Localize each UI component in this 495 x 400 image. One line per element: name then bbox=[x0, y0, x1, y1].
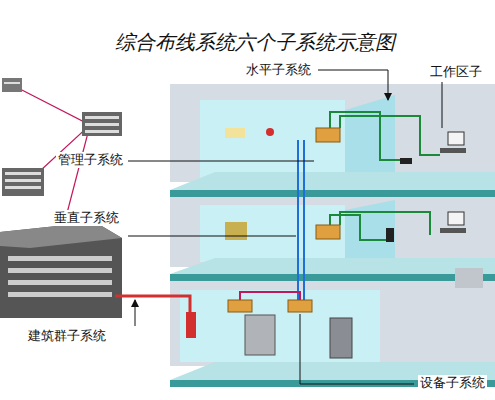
equipment-cabling bbox=[115, 112, 483, 358]
subsystem-label: 管理子系统 bbox=[56, 152, 125, 168]
subsystem-label: 设备子系统 bbox=[418, 375, 487, 391]
diagram-title: 综合布线系统六个子系统示意图 bbox=[115, 30, 395, 54]
subsystem-label: 水平子系统 bbox=[244, 62, 313, 78]
subsystem-label: 建筑群子系统 bbox=[26, 328, 108, 344]
subsystem-label: 工作区子 bbox=[428, 64, 484, 80]
campus-buildings bbox=[0, 78, 122, 318]
leader-lines bbox=[128, 70, 442, 384]
subsystem-label: 垂直子系统 bbox=[52, 210, 121, 226]
